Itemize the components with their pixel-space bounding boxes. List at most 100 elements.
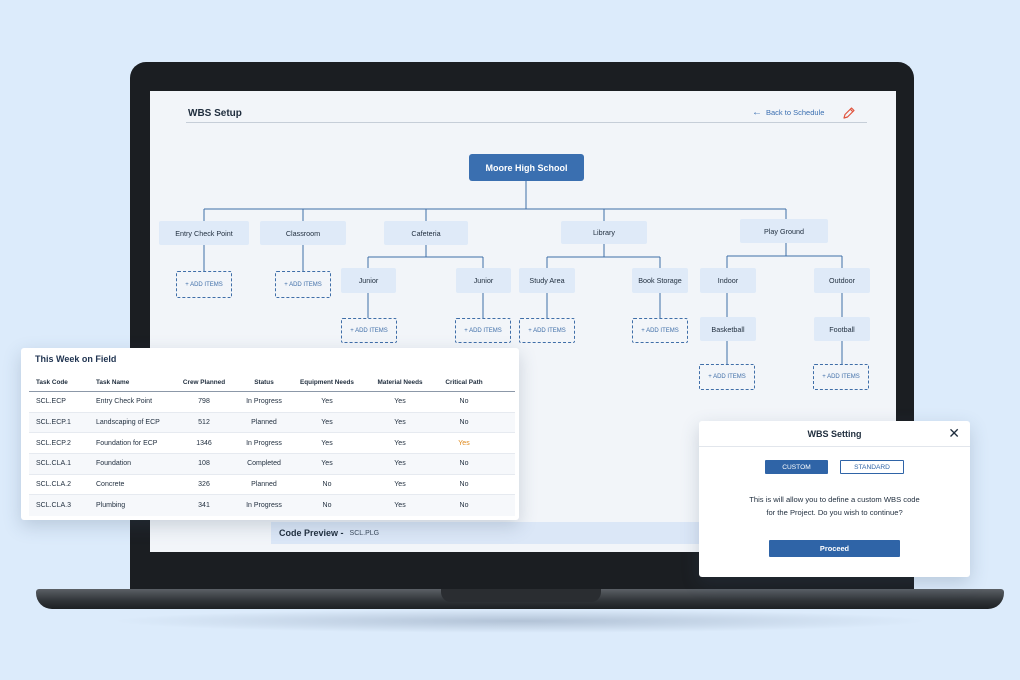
cell-task-name: Foundation for ECP: [96, 439, 158, 447]
dialog-divider: [699, 446, 970, 447]
add-items-button[interactable]: + ADD ITEMS: [176, 271, 232, 298]
column-header[interactable]: Equipment Needs: [300, 379, 354, 386]
node-junior[interactable]: Junior: [341, 268, 396, 293]
custom-toggle-button[interactable]: CUSTOM: [765, 460, 828, 474]
table-row[interactable]: SCL.CLA.2 Concrete 326 Planned No Yes No: [29, 475, 515, 496]
column-header[interactable]: Critical Path: [445, 379, 483, 386]
cell-material-needs: Yes: [394, 419, 406, 427]
add-items-button[interactable]: + ADD ITEMS: [632, 318, 688, 343]
table-title: This Week on Field: [35, 354, 117, 364]
cell-equipment-needs: Yes: [321, 439, 333, 447]
cell-critical-path-highlight: Yes: [458, 439, 470, 447]
dialog-message-line: This is will allow you to define a custo…: [749, 495, 920, 504]
tree-connectors: [203, 181, 843, 364]
cell-status: Planned: [251, 419, 277, 427]
cell-status: In Progress: [246, 439, 282, 447]
cell-task-code: SCL.ECP.2: [36, 439, 71, 447]
cell-equipment-needs: Yes: [321, 398, 333, 406]
header-divider: [186, 122, 867, 123]
add-items-button[interactable]: + ADD ITEMS: [699, 364, 755, 390]
cell-crew-planned: 341: [198, 502, 210, 510]
node-play-ground[interactable]: Play Ground: [740, 219, 828, 243]
cell-crew-planned: 798: [198, 398, 210, 406]
proceed-button[interactable]: Proceed: [769, 540, 900, 557]
node-indoor[interactable]: Indoor: [700, 268, 756, 293]
back-to-schedule-link[interactable]: ← Back to Schedule: [752, 106, 825, 118]
cell-status: In Progress: [246, 398, 282, 406]
dialog-message: This is will allow you to define a custo…: [699, 493, 970, 519]
node-basketball[interactable]: Basketball: [700, 317, 756, 341]
table-row[interactable]: SCL.ECP.1 Landscaping of ECP 512 Planned…: [29, 412, 515, 434]
cell-material-needs: Yes: [394, 502, 406, 510]
table-header-row: Task Code Task Name Crew Planned Status …: [29, 374, 515, 392]
cell-task-code: SCL.ECP.1: [36, 419, 71, 427]
page-title: WBS Setup: [188, 108, 242, 119]
field-table: Task Code Task Name Crew Planned Status …: [29, 374, 515, 517]
add-items-button[interactable]: + ADD ITEMS: [341, 318, 397, 343]
cell-task-name: Foundation: [96, 460, 132, 468]
code-preview-label: Code Preview -: [279, 528, 344, 538]
cell-crew-planned: 512: [198, 419, 210, 427]
node-library[interactable]: Library: [561, 221, 647, 244]
cell-crew-planned: 326: [198, 481, 210, 489]
laptop-notch: [441, 589, 601, 602]
column-header[interactable]: Status: [254, 379, 274, 386]
table-row[interactable]: SCL.ECP.2 Foundation for ECP 1346 In Pro…: [29, 433, 515, 455]
cell-equipment-needs: No: [322, 502, 332, 510]
node-classroom[interactable]: Classroom: [260, 221, 346, 245]
dialog-message-line: for the Project. Do you wish to continue…: [766, 508, 903, 517]
node-entry-check-point[interactable]: Entry Check Point: [159, 221, 249, 245]
cell-critical-path: No: [459, 481, 469, 489]
node-book-storage[interactable]: Book Storage: [632, 268, 688, 293]
close-icon[interactable]: ✕: [948, 425, 960, 441]
table-row[interactable]: SCL.CLA.1 Foundation 108 Completed Yes Y…: [29, 454, 515, 475]
field-table-card: This Week on Field Task Code Task Name C…: [21, 348, 519, 520]
cell-task-code: SCL.CLA.3: [36, 502, 72, 510]
add-items-button[interactable]: + ADD ITEMS: [275, 271, 331, 298]
cell-task-name: Entry Check Point: [96, 398, 153, 406]
node-study-area[interactable]: Study Area: [519, 268, 575, 293]
table-row[interactable]: SCL.CLA.3 Plumbing 341 In Progress No Ye…: [29, 495, 515, 517]
cell-status: In Progress: [246, 502, 282, 510]
add-items-button[interactable]: + ADD ITEMS: [519, 318, 575, 343]
add-items-button[interactable]: + ADD ITEMS: [813, 364, 869, 390]
cell-material-needs: Yes: [394, 460, 406, 468]
cell-status: Completed: [247, 460, 281, 468]
cell-equipment-needs: Yes: [321, 460, 333, 468]
cell-equipment-needs: No: [322, 481, 332, 489]
cell-task-name: Concrete: [96, 481, 125, 489]
cell-task-name: Landscaping of ECP: [96, 419, 160, 427]
cell-critical-path: No: [459, 419, 469, 427]
pencil-icon[interactable]: [842, 106, 856, 120]
node-football[interactable]: Football: [814, 317, 870, 341]
cell-equipment-needs: Yes: [321, 419, 333, 427]
node-cafeteria[interactable]: Cafeteria: [384, 221, 468, 245]
cell-critical-path: No: [459, 502, 469, 510]
cell-task-code: SCL.ECP: [36, 398, 66, 406]
standard-toggle-button[interactable]: STANDARD: [840, 460, 904, 474]
cell-critical-path: No: [459, 398, 469, 406]
cell-crew-planned: 1346: [196, 439, 212, 447]
cell-material-needs: Yes: [394, 481, 406, 489]
cell-task-name: Plumbing: [96, 502, 126, 510]
cell-material-needs: Yes: [394, 439, 406, 447]
code-preview-value: SCL.PLG: [349, 529, 380, 537]
node-outdoor[interactable]: Outdoor: [814, 268, 870, 293]
arrow-left-icon: ←: [752, 106, 762, 118]
cell-task-code: SCL.CLA.2: [36, 481, 72, 489]
laptop-shadow: [110, 609, 930, 633]
column-header[interactable]: Material Needs: [377, 379, 423, 386]
node-junior[interactable]: Junior: [456, 268, 511, 293]
column-header[interactable]: Crew Planned: [182, 379, 226, 386]
back-link-label: Back to Schedule: [766, 108, 825, 117]
tree-root-node[interactable]: Moore High School: [469, 154, 584, 181]
cell-critical-path: No: [459, 460, 469, 468]
code-preview-bar: Code Preview - SCL.PLG: [271, 522, 701, 544]
add-items-button[interactable]: + ADD ITEMS: [455, 318, 511, 343]
cell-material-needs: Yes: [394, 398, 406, 406]
dialog-title: WBS Setting: [807, 429, 862, 439]
column-header[interactable]: Task Code: [36, 379, 68, 386]
cell-status: Planned: [251, 481, 277, 489]
column-header[interactable]: Task Name: [96, 379, 130, 386]
table-row[interactable]: SCL.ECP Entry Check Point 798 In Progres…: [29, 392, 515, 413]
